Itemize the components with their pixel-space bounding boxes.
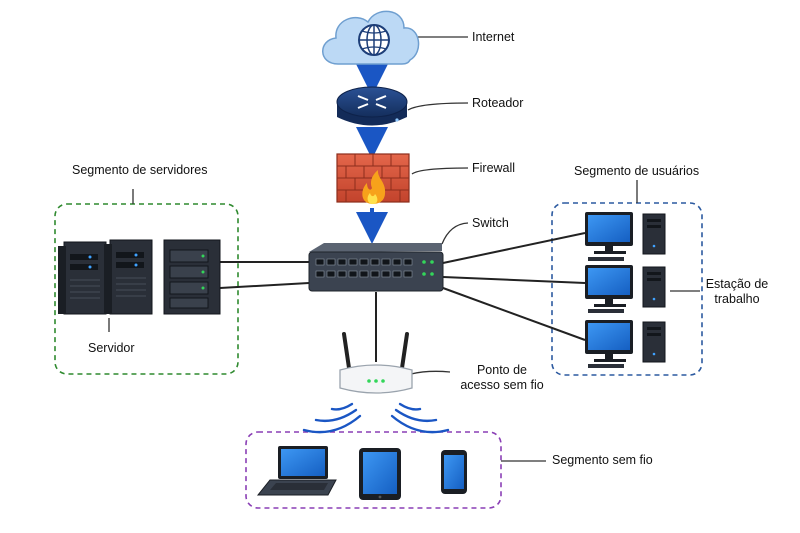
cloud-globe-icon — [322, 10, 420, 65]
server-label: Servidor — [88, 341, 135, 355]
access-point-label-line2: acesso sem fio — [460, 378, 544, 392]
workstation-label-line1: Estação de — [705, 277, 769, 291]
leader-lines — [108, 36, 700, 462]
router-label: Roteador — [472, 96, 524, 110]
wireless-signal-waves — [302, 402, 450, 434]
wireless-segment-label: Segmento sem fio — [552, 453, 653, 467]
workstation-label-line2: trabalho — [714, 292, 760, 306]
server-segment-label: Segmento de servidores — [72, 163, 208, 177]
network-cables — [219, 232, 586, 362]
server-icon — [58, 241, 107, 315]
tablet-icon — [359, 448, 401, 500]
firewall-icon — [336, 153, 410, 204]
internet-label: Internet — [472, 30, 515, 44]
laptop-icon — [256, 446, 337, 496]
workstation-label: Estação de trabalho — [705, 277, 769, 307]
wireless-access-point-icon — [339, 332, 413, 394]
access-point-label-line1: Ponto de — [476, 363, 528, 377]
router-icon — [336, 86, 408, 126]
desktop-computer-icon — [585, 265, 666, 313]
server-icon — [163, 239, 221, 315]
switch-icon — [308, 243, 444, 292]
wireless-segment-box — [245, 431, 502, 509]
switch-label: Switch — [472, 216, 509, 230]
user-segment-label: Segmento de usuários — [574, 164, 700, 178]
access-point-label: Ponto de acesso sem fio — [452, 363, 552, 393]
firewall-label: Firewall — [472, 161, 516, 175]
server-icon — [104, 239, 153, 315]
desktop-computer-icon — [585, 320, 666, 368]
smartphone-icon — [441, 450, 467, 494]
desktop-computer-icon — [585, 212, 666, 261]
user-segment-box — [551, 202, 703, 376]
